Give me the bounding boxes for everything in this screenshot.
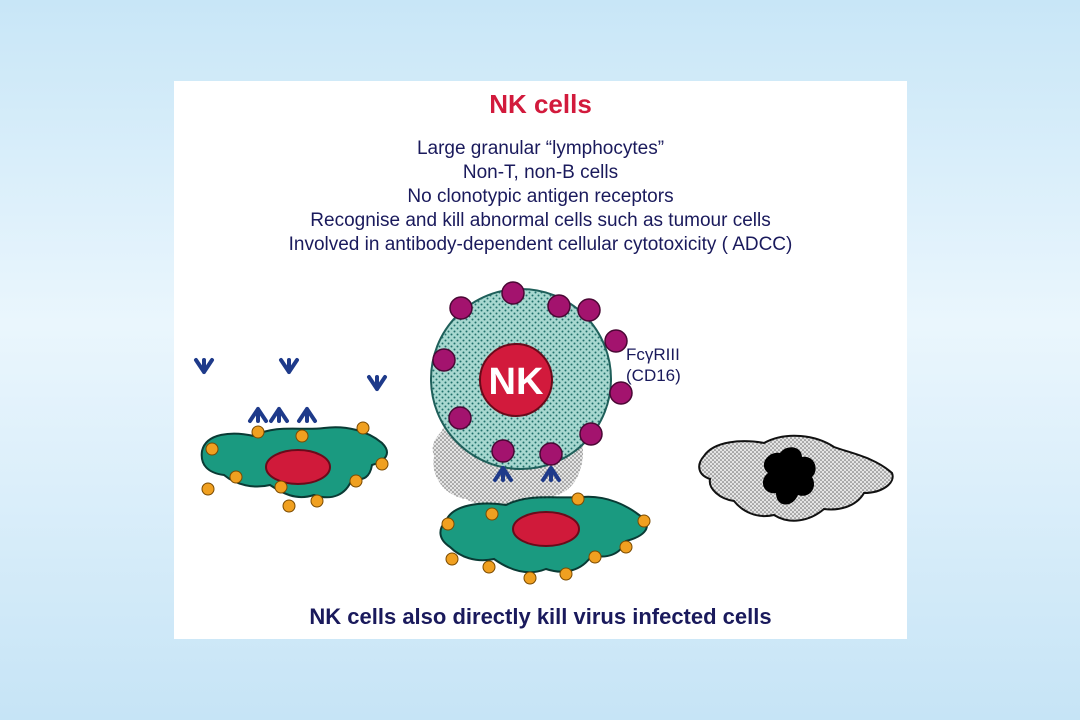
free-antibodies [194,358,387,391]
footer-caption: NK cells also directly kill virus infect… [309,604,772,629]
bullet-item: Recognise and kill abnormal cells such a… [310,210,771,231]
slide-title: NK cells [489,89,592,119]
nk-cell-diagram: NK FcγRIII (CD16) [194,281,894,585]
receptor-label-cd16: (CD16) [626,366,681,385]
fragmented-nucleus-icon [762,447,816,505]
bound-antibody-icon [269,407,289,423]
nucleus-icon [512,511,580,547]
antibody-icon [367,375,387,391]
bound-antibody-icon [297,407,317,423]
fc-receptor-dots [432,281,633,466]
bullet-list: Large granular “lymphocytes” Non-T, non-… [174,137,907,257]
antigen-dots [441,492,651,585]
antibody-icon [194,358,214,374]
receptor-label: FcγRIII [626,345,680,364]
infected-cell [698,434,894,522]
bound-antibody-icon [248,407,268,423]
nk-label: NK [489,361,544,403]
bullet-item: Non-T, non-B cells [462,162,619,183]
bullet-item: Involved in antibody-dependent cellular … [288,234,793,255]
antibody-icon [279,358,299,374]
bullet-item: Large granular “lymphocytes” [416,138,665,159]
target-cell-bottom [439,492,651,585]
antigen-dots [201,421,389,513]
target-cell-left [200,407,389,513]
nucleus-icon [265,449,331,485]
slide: NK cells Large granular “lymphocytes” No… [174,81,907,639]
nk-cell: NK [430,281,633,470]
bullet-item: No clonotypic antigen receptors [407,186,674,207]
nk-nucleus-icon [479,343,553,417]
